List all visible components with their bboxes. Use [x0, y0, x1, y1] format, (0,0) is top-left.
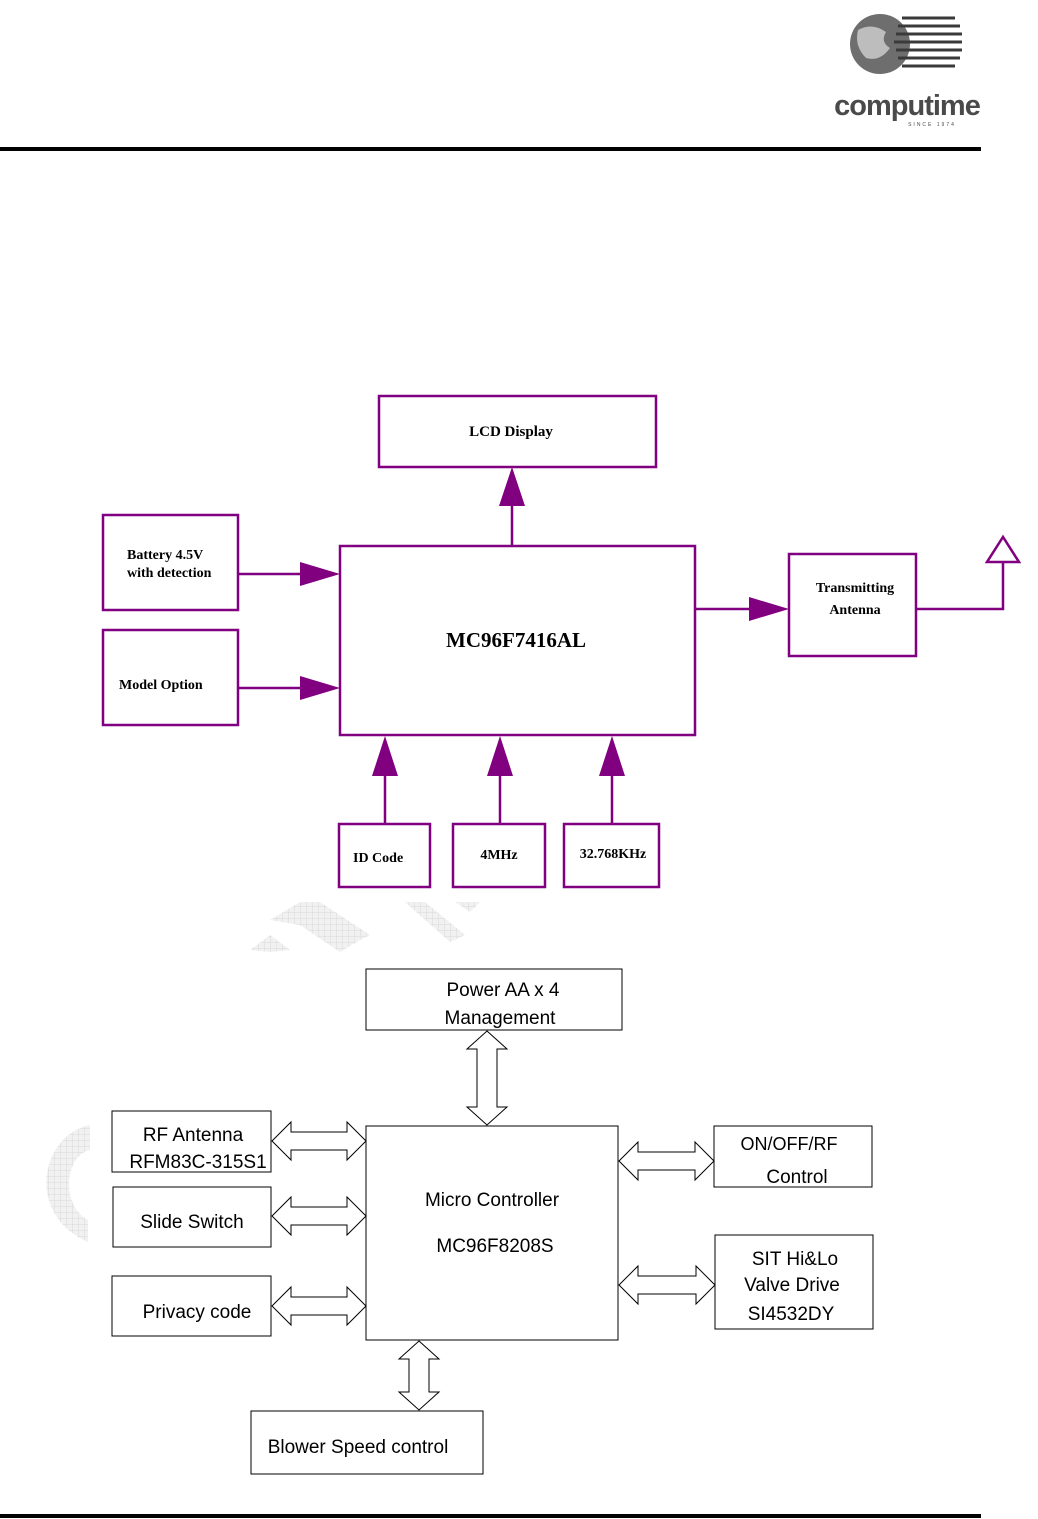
onoff-control-box [713, 1125, 873, 1188]
clock-4mhz-label: 4MHz [480, 848, 517, 863]
footer-rule [0, 1514, 981, 1518]
mcu-label: MC96F7416AL [446, 628, 586, 652]
mcu-box [338, 544, 697, 737]
diagram2-labels: Power AA x 4 Management RF Antenna RFM83… [129, 980, 840, 1458]
power-label-1: Power AA x 4 [446, 980, 559, 1001]
watermark [46, 902, 480, 1242]
double-arrow-horizontal-icon [271, 1195, 367, 1237]
power-management-box [365, 968, 623, 1031]
double-arrow-vertical-icon [465, 1030, 509, 1126]
double-arrow-horizontal-icon [618, 1140, 715, 1182]
valve-label-2: Valve Drive [744, 1275, 840, 1296]
rf-antenna-label-1: RF Antenna [143, 1125, 244, 1146]
arrow-up-icon [599, 736, 625, 776]
rf-antenna-box [111, 1110, 272, 1173]
model-option-label: Model Option [119, 678, 203, 693]
id-code-label: ID Code [353, 851, 403, 866]
block-diagram-2 [111, 968, 874, 1475]
double-arrow-vertical-icon [397, 1340, 441, 1411]
header-rule [0, 147, 981, 151]
logo-tagline: SINCE 1974 [908, 122, 956, 128]
valve-label-1: SIT Hi&Lo [752, 1249, 838, 1270]
battery-detection-label: with detection [127, 566, 212, 581]
power-label-2: Management [445, 1008, 557, 1029]
transmitting-antenna-box [787, 552, 918, 658]
model-option-box [101, 628, 240, 727]
lcd-display-label: LCD Display [469, 424, 553, 440]
logo-wordmark: computime [834, 90, 981, 122]
blower-speed-label: Blower Speed control [268, 1437, 449, 1458]
valve-label-3: SI4532DY [748, 1304, 835, 1325]
double-arrow-horizontal-icon [271, 1285, 367, 1327]
arrow-right-icon [300, 676, 340, 700]
double-arrow-horizontal-icon [271, 1120, 367, 1162]
diagram1-arrowheads [300, 467, 789, 776]
onoff-label-1: ON/OFF/RF [741, 1134, 838, 1154]
antenna-icon [984, 534, 1022, 564]
slide-switch-label: Slide Switch [140, 1212, 244, 1233]
blower-speed-box [250, 1410, 484, 1475]
antenna-symbol [916, 562, 1005, 611]
company-logo: computime SINCE 1974 [834, 14, 982, 128]
micro-controller-box [365, 1125, 619, 1341]
arrow-right-icon [300, 562, 340, 586]
privacy-code-label: Privacy code [143, 1302, 252, 1323]
diagram1-labels: LCD Display Battery 4.5V with detection … [119, 424, 894, 866]
block-diagram-1 [101, 394, 1022, 889]
micro-controller-label: Micro Controller [425, 1190, 560, 1211]
battery-label: Battery 4.5V [127, 548, 203, 563]
arrow-right-icon [749, 597, 789, 621]
antenna-label-1: Transmitting [816, 581, 894, 596]
battery-box [101, 513, 240, 612]
arrow-up-icon [372, 736, 398, 776]
antenna-label-2: Antenna [829, 603, 880, 618]
slide-switch-box [112, 1186, 272, 1248]
rf-antenna-label-2: RFM83C-315S1 [129, 1152, 266, 1173]
lcd-display-box [377, 394, 658, 469]
double-arrow-horizontal-icon [618, 1264, 716, 1306]
clock-32khz-label: 32.768KHz [580, 847, 647, 862]
privacy-code-box [111, 1275, 272, 1337]
valve-drive-box [714, 1234, 874, 1330]
onoff-label-2: Control [766, 1167, 827, 1188]
arrow-up-icon [487, 736, 513, 776]
mcu-part-label: MC96F8208S [436, 1236, 553, 1257]
arrow-up-icon [499, 467, 525, 506]
